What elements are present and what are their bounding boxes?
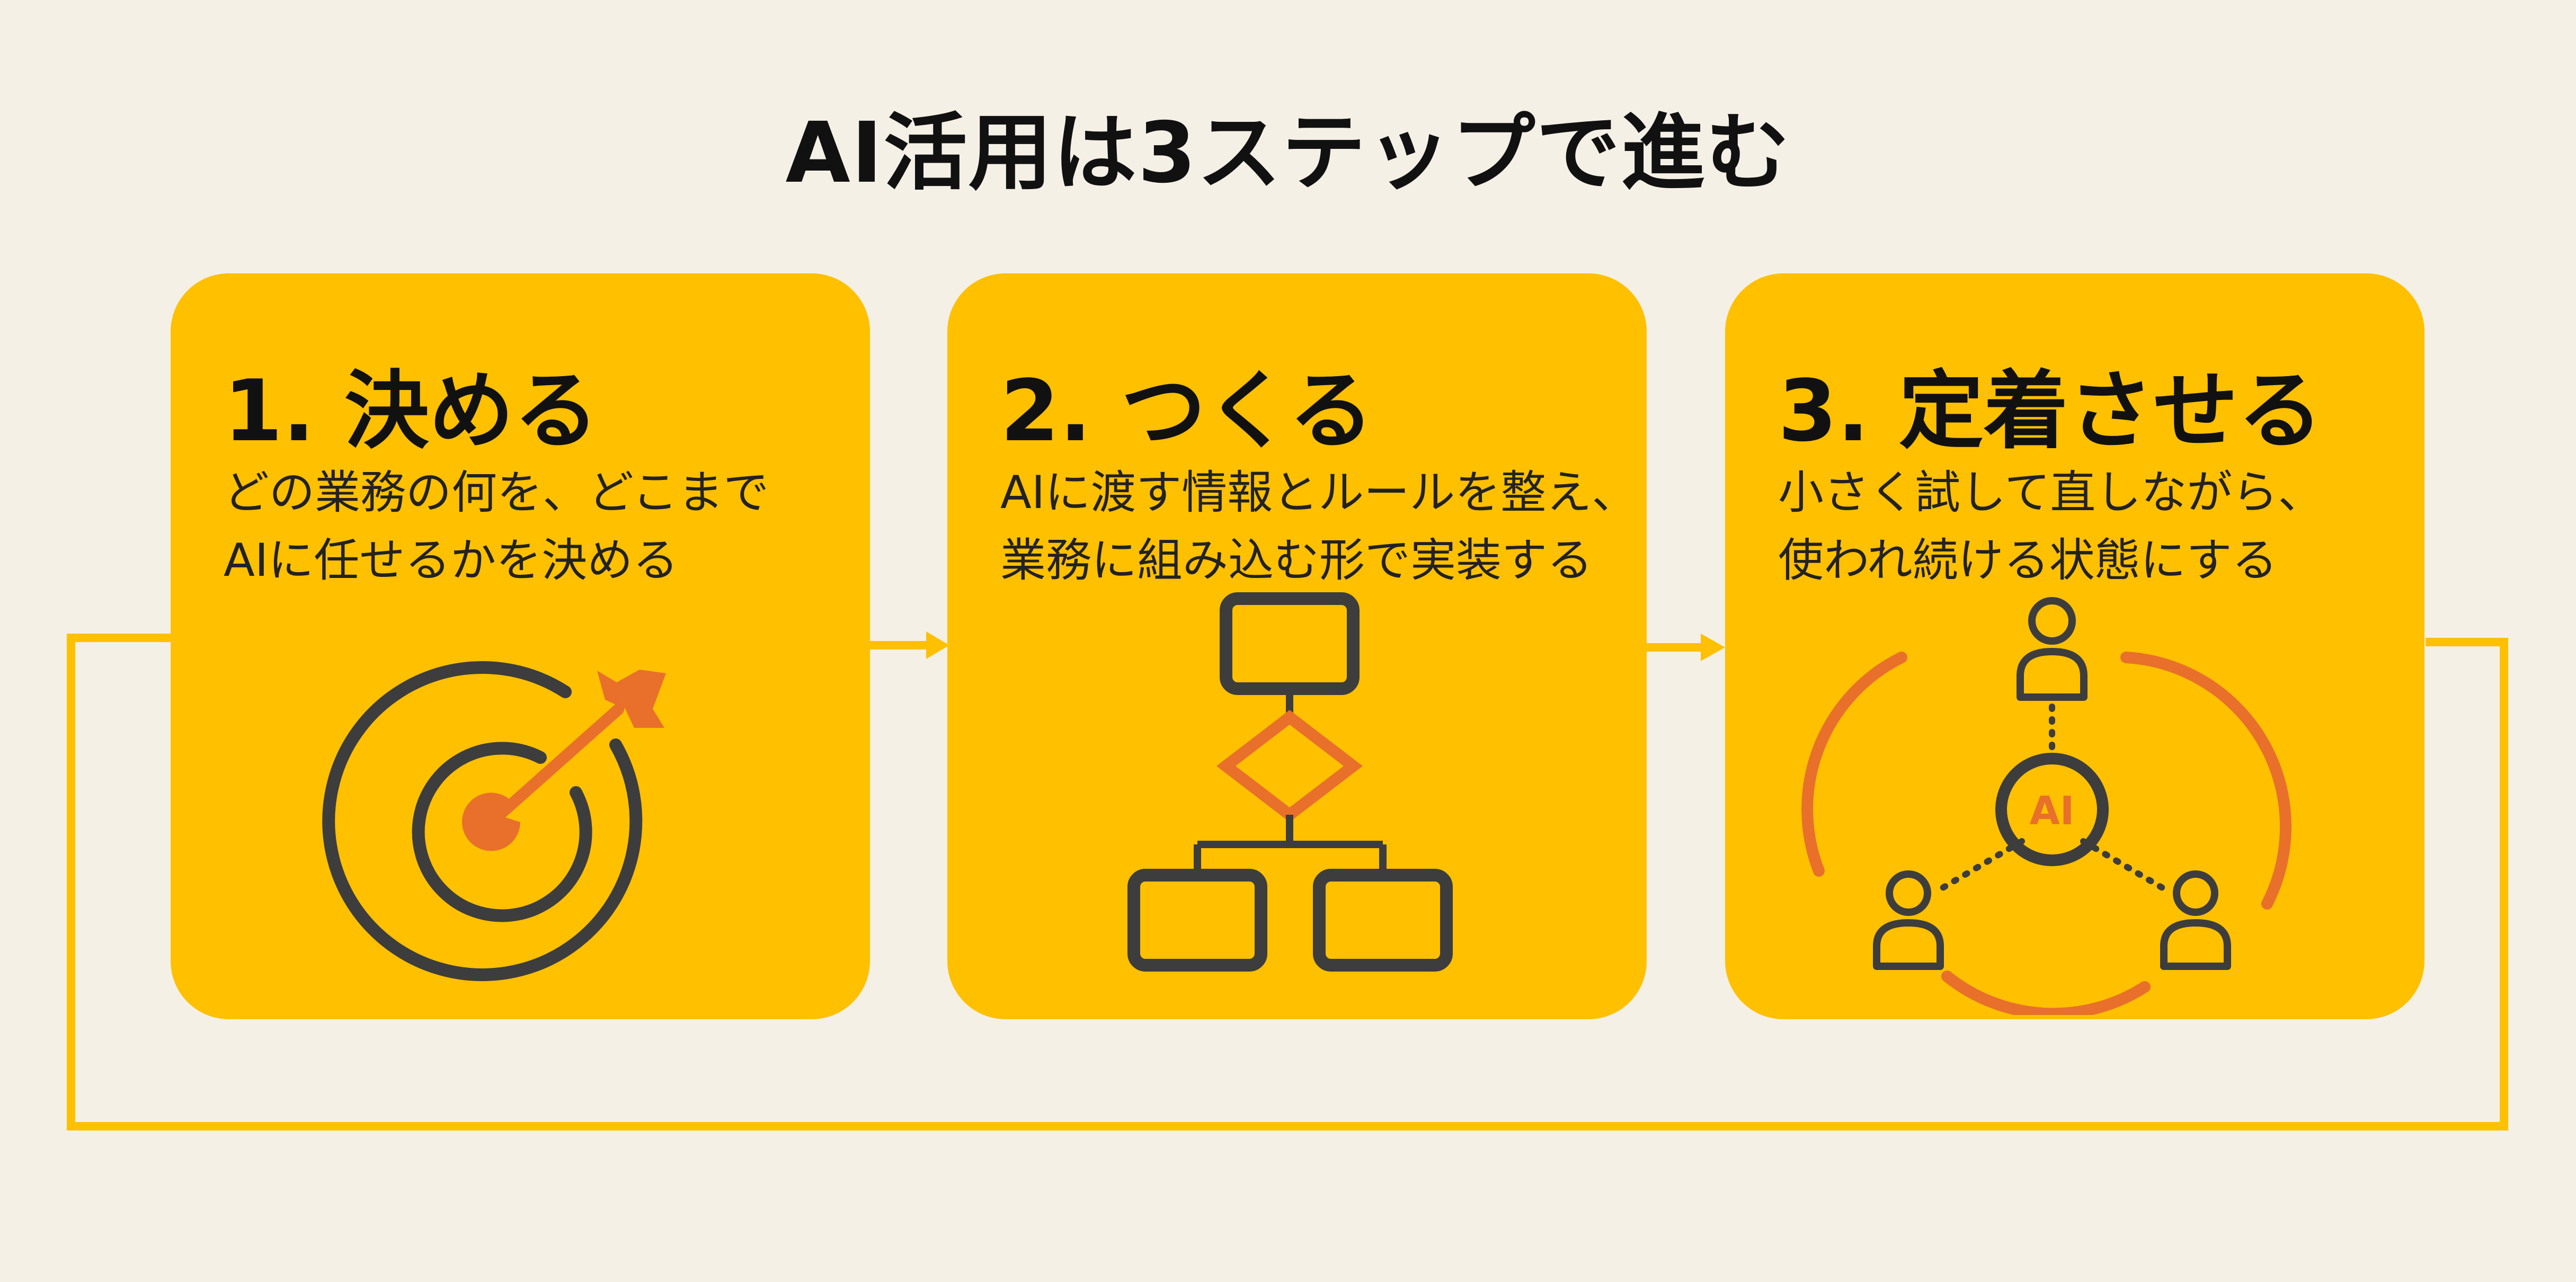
step-description-line: 使われ続ける状態にする <box>1778 534 2278 587</box>
step-description-line: AIに渡す情報とルールを整え、 <box>1000 466 1638 519</box>
step-description: 小さく試して直しながら、 使われ続ける状態にする <box>1778 459 2414 594</box>
ai-badge-label: AI <box>2030 788 2075 834</box>
step-card-3: 3. 定着させる 小さく試して直しながら、 使われ続ける状態にする AI <box>1725 273 2424 1019</box>
target-arrow-icon <box>322 661 666 981</box>
step-description-line: AIに任せるかを決める <box>224 534 679 587</box>
connector-1-2-arrowhead <box>926 631 949 659</box>
loop-back-line <box>67 634 2508 1130</box>
page-title: AI活用は3ステップで進む <box>785 104 1791 202</box>
step-description-line: 業務に組み込む形で実装する <box>1000 534 1593 587</box>
user-icon <box>2160 870 2231 970</box>
step-title: 2. つくる <box>1000 361 1374 460</box>
user-icon <box>1873 870 1944 970</box>
step-description-line: 小さく試して直しながら、 <box>1778 466 2324 519</box>
step-description-line: どの業務の何を、どこまで <box>224 466 769 519</box>
step-description: AIに渡す情報とルールを整え、 業務に組み込む形で実装する <box>1000 459 1638 594</box>
step-card-2: 2. つくる AIに渡す情報とルールを整え、 業務に組み込む形で実装する <box>947 273 1647 1019</box>
step-title: 1. 決める <box>224 361 599 460</box>
step-card-1: 1. 決める どの業務の何を、どこまで AIに任せるかを決める <box>171 273 870 1019</box>
step-description: どの業務の何を、どこまで AIに任せるかを決める <box>224 459 859 594</box>
user-icon <box>2017 597 2088 701</box>
connector-2-3-arrowhead <box>1701 634 1725 661</box>
ai-users-cycle-icon: AI <box>1801 597 2292 1015</box>
step-title: 3. 定着させる <box>1778 361 2323 460</box>
flowchart-icon <box>1127 592 1453 972</box>
